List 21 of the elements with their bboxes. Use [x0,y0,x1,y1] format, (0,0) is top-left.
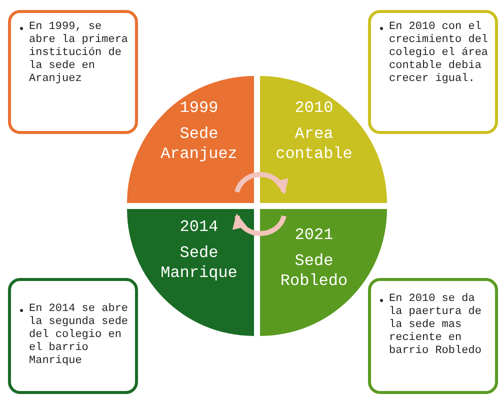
year-label: 2010 [294,98,334,118]
cycle-arrow [234,172,288,194]
quadrant-segment [260,76,387,203]
note-text: En 2014 se abre la segunda sede del colegio en el barrio Manrique [29,303,130,368]
year-label: 2014 [178,217,220,237]
segment-title: Sede Robledo [279,251,349,291]
year-label: 2021 [294,225,334,245]
note-text: En 2010 se da la paertura de la sede mas reciente en barrio Robledo [389,293,482,358]
note-card [368,10,498,134]
quadrant-segment [260,209,387,336]
note-text: En 2010 con el crecimiento del colegio el área contable debia crecer igual. [389,21,490,86]
quadrant-segment [127,76,254,203]
note-card [368,278,498,394]
note-card [8,10,138,134]
quadrant-segment [127,209,254,336]
segment-title: Sede Aranjuez [160,124,238,164]
note-text: En 1999, se abre la primera institución de la sede en Aranjuez [29,21,130,86]
segment-title: Area contable [274,124,354,164]
note-card [8,278,138,394]
year-label: 1999 [178,98,220,118]
segment-title: Sede Manrique [160,243,238,283]
